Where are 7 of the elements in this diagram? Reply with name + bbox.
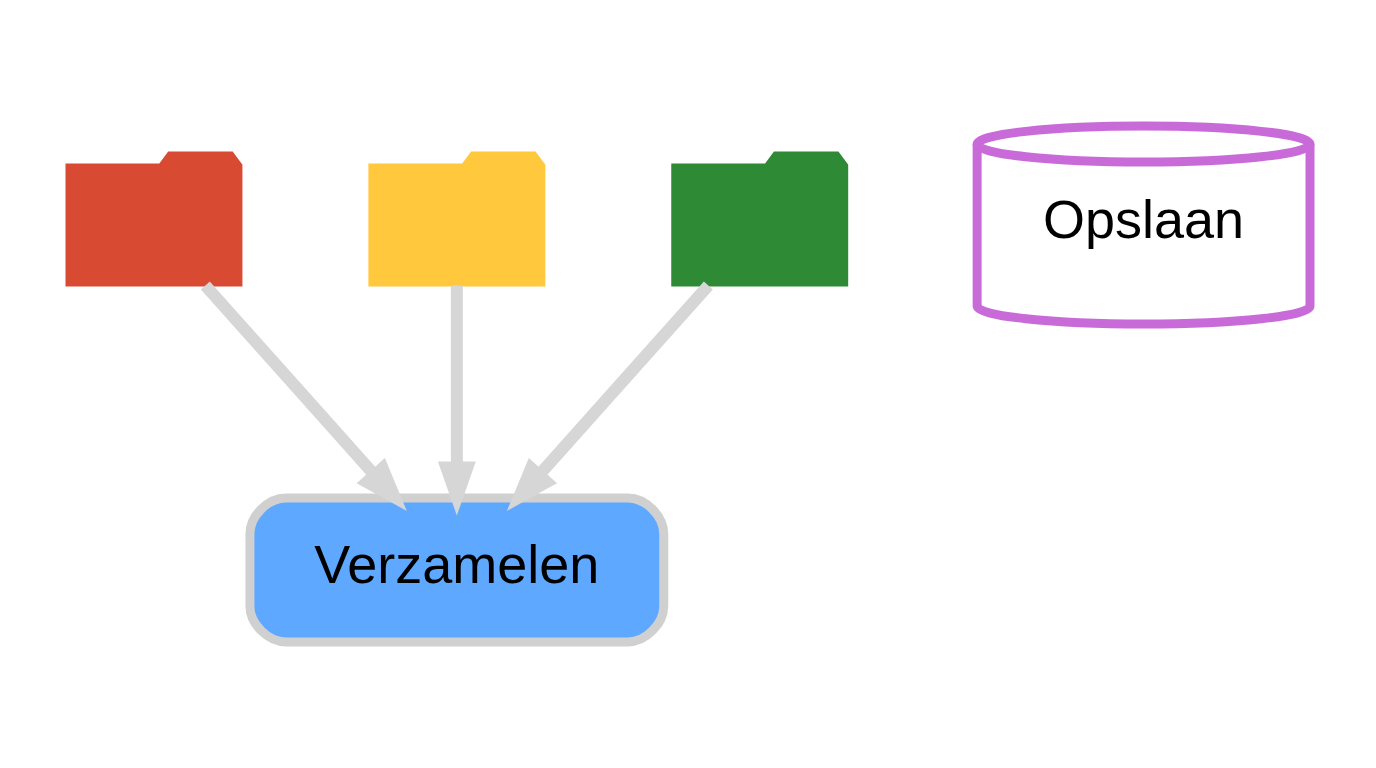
node-folder: [65, 151, 242, 287]
node-box: Verzamelen: [244, 493, 668, 647]
node-folder: [367, 151, 545, 287]
arrow: [506, 281, 713, 511]
node-folder: [670, 151, 848, 287]
arrow: [200, 281, 407, 511]
arrow: [437, 285, 476, 516]
